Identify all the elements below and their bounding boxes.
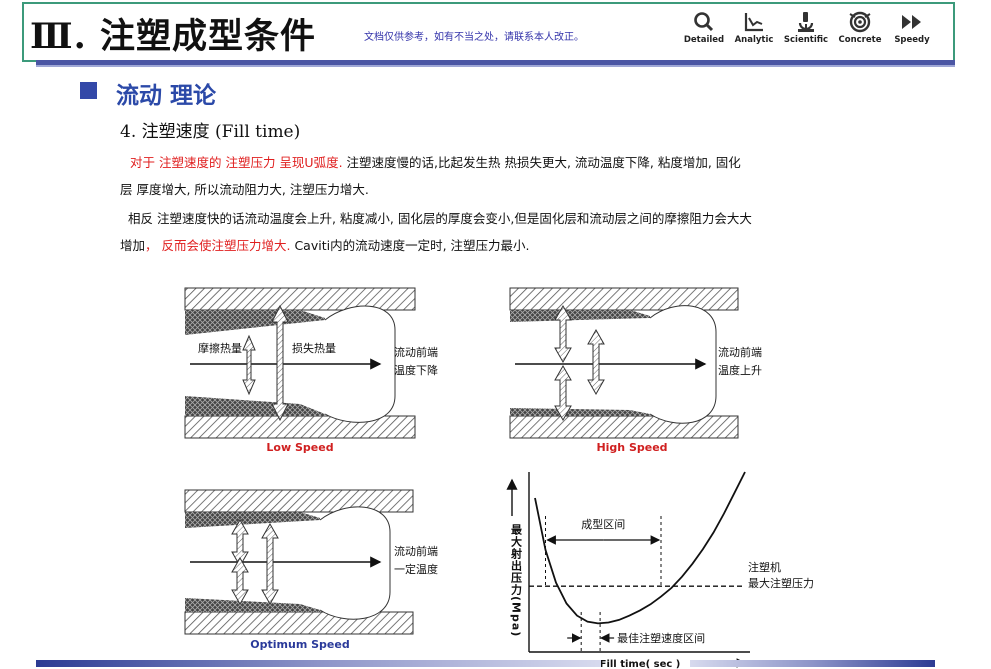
y-axis-label: 最大射出压力(Mpa) [510, 524, 524, 638]
detailed-group: Detailed [676, 10, 732, 45]
flow-front-label-1: 流动前端 [394, 544, 438, 558]
paragraph-line-1: 对于 注塑速度的 注塑压力 呈现U弧度. 注塑速度慢的话,比起发生热 热损失更大… [130, 152, 741, 171]
paragraph-line-2: 层 厚度增大, 所以流动阻力大, 注塑压力增大. [120, 182, 369, 197]
body-text: 增加 [120, 238, 146, 253]
lost-heat-label: 损失热量 [292, 341, 336, 355]
target-icon [849, 11, 871, 33]
chart-icon [744, 13, 763, 32]
section-title: 流动 理论 [116, 83, 217, 109]
x-axis-label: Fill time( sec ) [600, 659, 681, 669]
header-box: Ⅲ. 注塑成型条件 文档仅供参考，如有不当之处，请联系本人改正。 Detaile… [22, 2, 955, 62]
highlight-text: 对于 注塑速度的 注塑压力 呈现U弧度. [130, 155, 343, 170]
section-bullet [80, 82, 97, 99]
body-text: 注塑速度慢的话,比起发生热 热损失更大, 流动温度下降, 粘度增加, 固化 [342, 155, 741, 170]
disclaimer-text: 文档仅供参考，如有不当之处，请联系本人改正。 [364, 32, 584, 43]
highlight-text: ， 反而会使注塑压力增大. [145, 238, 291, 253]
pressure-chart: 最大射出压力(Mpa) Fill time( sec ) 注塑机 最大注塑压力 … [506, 471, 814, 669]
subheading: 4. 注塑速度 (Fill time) [120, 122, 301, 142]
header-rule [36, 60, 955, 65]
flow-front-label-1: 流动前端 [718, 345, 762, 359]
optimum-speed-caption: Optimum Speed [250, 638, 349, 651]
flow-front-label-1: 流动前端 [394, 345, 438, 359]
low-speed-caption: Low Speed [266, 441, 333, 454]
molding-range-label: 成型区间 [581, 517, 625, 531]
icon-label: Concrete [838, 35, 882, 45]
threshold-label-2: 最大注塑压力 [748, 576, 814, 590]
friction-heat-label: 摩擦热量 [198, 341, 242, 355]
high-speed-diagram: 流动前端 温度上升 High Speed [509, 287, 762, 454]
optimum-speed-diagram: 流动前端 一定温度 Optimum Speed [184, 489, 438, 651]
footer-rule-left [36, 660, 601, 667]
magnifier-icon [694, 12, 714, 32]
body-text: Caviti内的流动速度一定时, 注塑压力最小. [290, 238, 530, 253]
flow-front-label-2: 温度上升 [718, 363, 762, 377]
header-rule-light [36, 65, 955, 67]
paragraph-line-3: 相反 注塑速度快的话流动温度会上升, 粘度减小, 固化层的厚度会变小,但是固化层… [128, 211, 752, 226]
analytic-group: Analytic [726, 10, 782, 45]
pressure-curve [534, 471, 746, 625]
concrete-group: Concrete [832, 10, 888, 45]
icon-label: Analytic [734, 35, 774, 45]
icon-label: Detailed [683, 35, 725, 45]
page-title: Ⅲ. 注塑成型条件 [30, 16, 316, 57]
speedy-group: Speedy [884, 10, 940, 45]
paragraph-line-4: 增加， 反而会使注塑压力增大. Caviti内的流动速度一定时, 注塑压力最小. [120, 235, 530, 254]
flow-front-label-2: 一定温度 [394, 562, 438, 576]
footer-rule-right [690, 660, 935, 667]
icon-label: Scientific [783, 35, 829, 45]
threshold-label-1: 注塑机 [748, 560, 781, 574]
icon-label: Speedy [894, 35, 930, 45]
scientific-group: Scientific [778, 10, 834, 45]
fast-forward-icon [902, 15, 921, 29]
low-speed-diagram: 摩擦热量 损失热量 流动前端 温度下降 Low Speed [184, 287, 438, 454]
optimum-range-label: 最佳注塑速度区间 [617, 631, 705, 645]
microscope-icon [798, 12, 814, 32]
high-speed-caption: High Speed [596, 441, 667, 454]
flow-front-label-2: 温度下降 [394, 363, 438, 377]
